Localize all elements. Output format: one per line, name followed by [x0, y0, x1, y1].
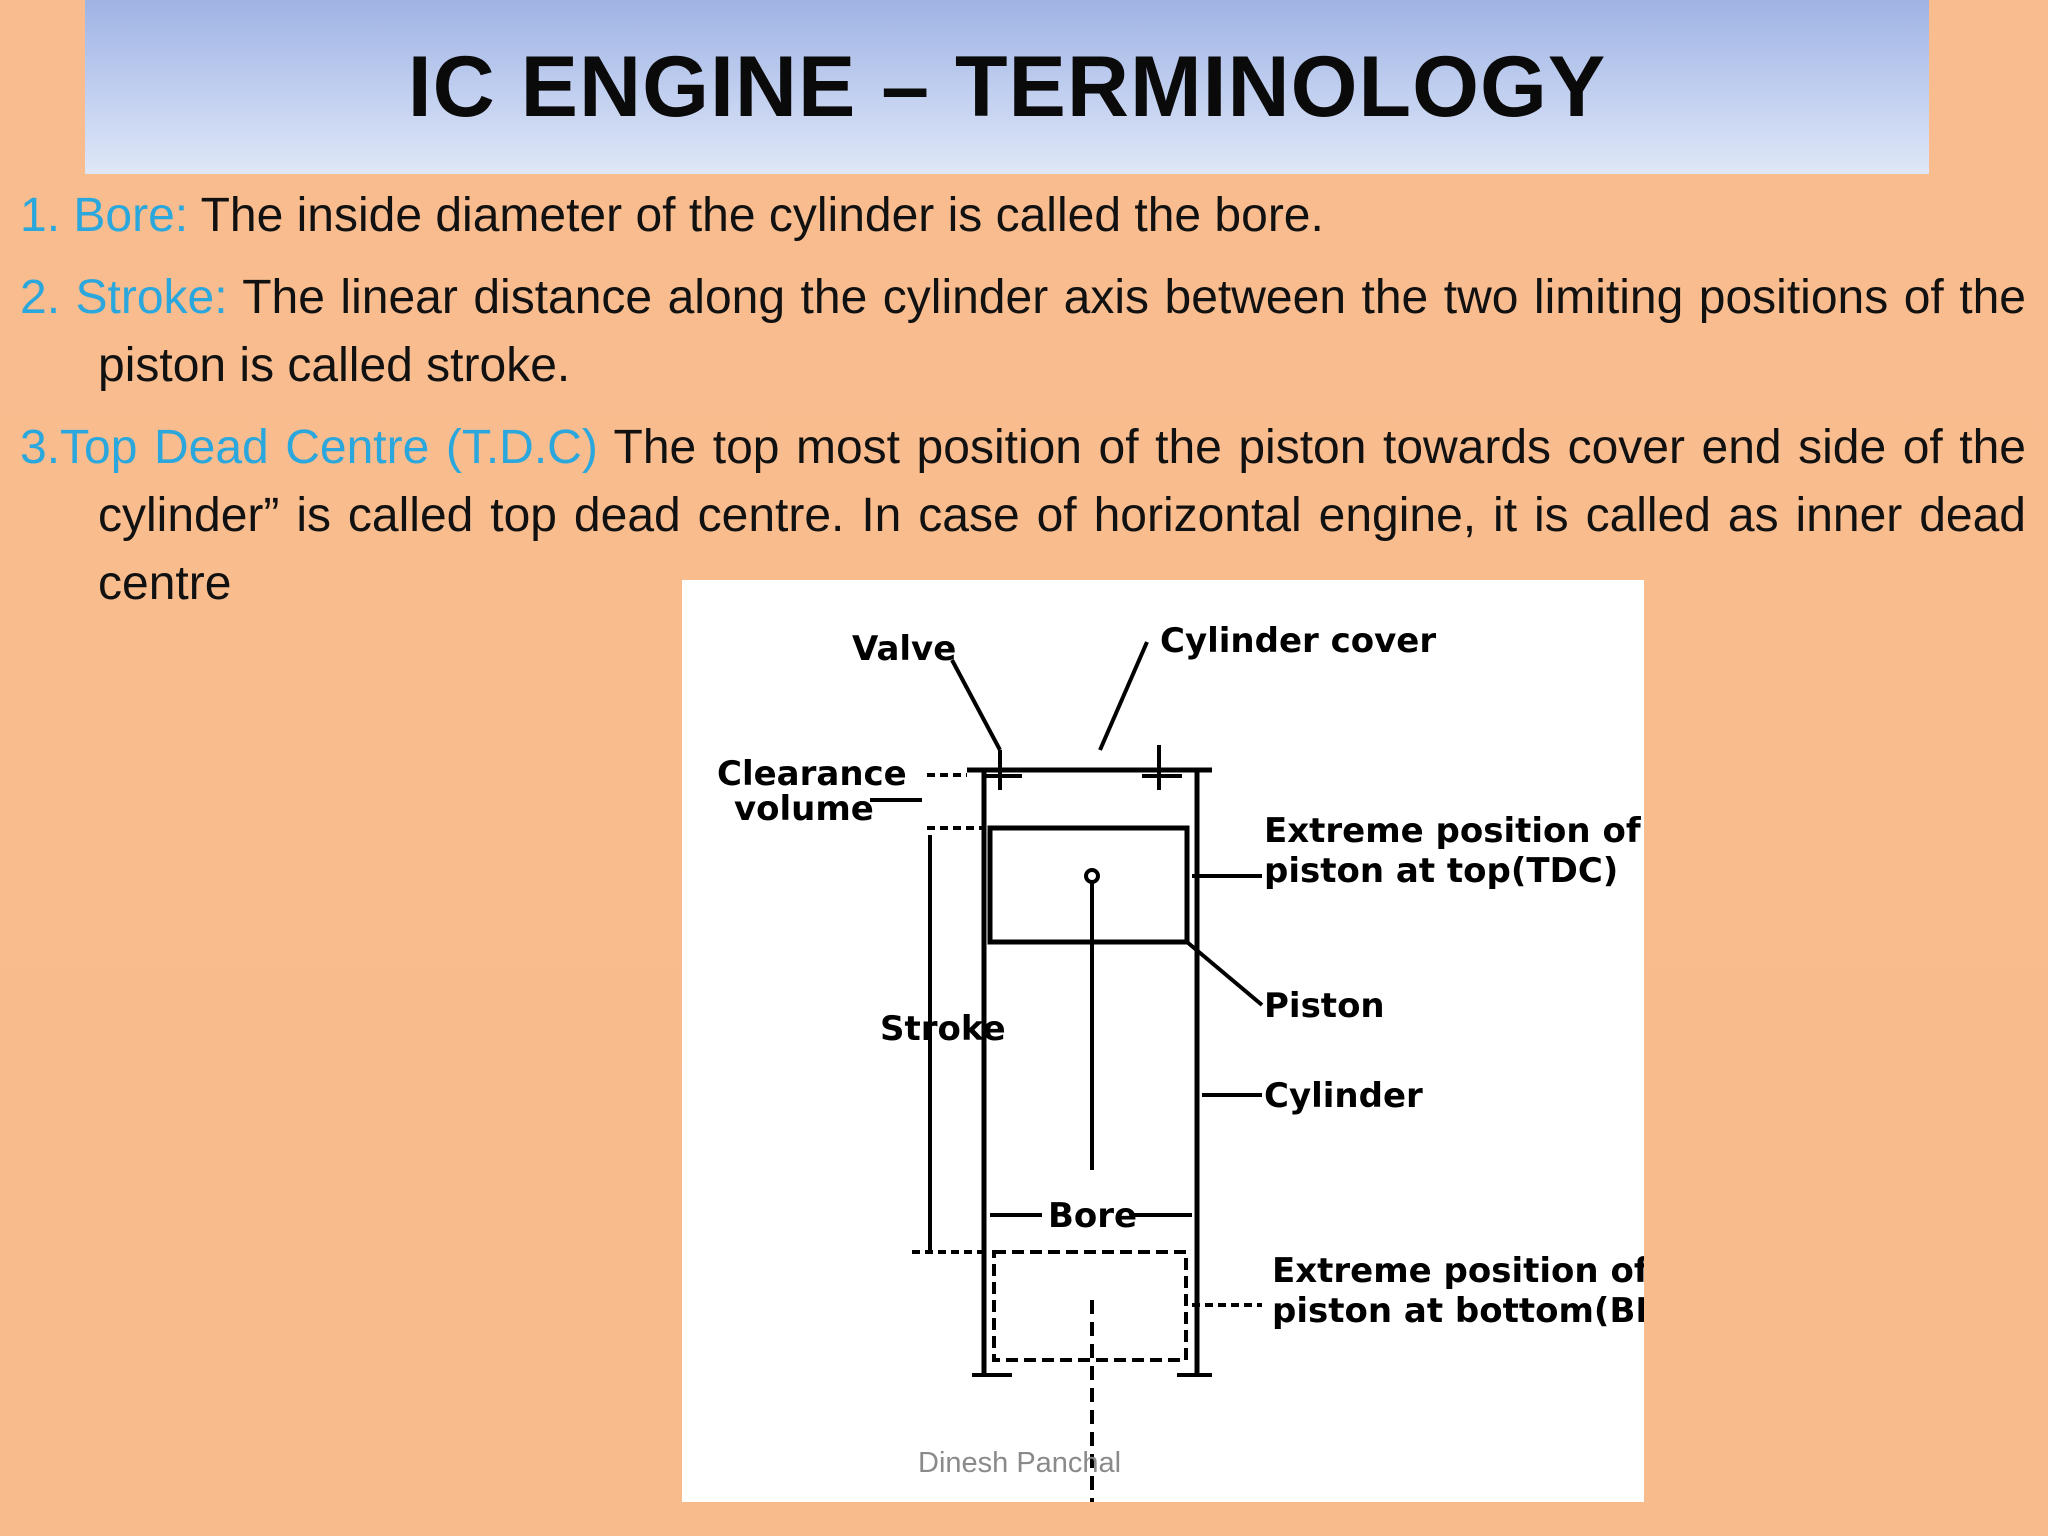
- label-stroke: Stroke: [880, 1009, 1006, 1049]
- cover-leader: [1098, 641, 1149, 751]
- definition-list: 1. Bore: The inside diameter of the cyli…: [20, 182, 2026, 632]
- piston-bdc: [992, 1250, 1188, 1362]
- definition-bore-text: The inside diameter of the cylinder is c…: [188, 189, 1324, 242]
- label-piston: Piston: [1264, 986, 1385, 1026]
- label-bdc-2: piston at bottom(BDC): [1272, 1291, 1644, 1331]
- diagram-drawing: Valve Cylinder cover Clearance volume Ex…: [717, 621, 1644, 1502]
- label-cylinder-cover: Cylinder cover: [1160, 621, 1436, 661]
- definition-tdc-text: The top most position of the piston towa…: [98, 421, 2027, 610]
- label-bore: Bore: [1048, 1196, 1137, 1236]
- piston-tdc: [987, 825, 1190, 945]
- engine-cylinder-diagram: Valve Cylinder cover Clearance volume Ex…: [682, 580, 1644, 1502]
- label-tdc-1: Extreme position of: [1264, 811, 1642, 851]
- label-cylinder: Cylinder: [1264, 1076, 1423, 1116]
- gudgeon-pin-tdc: [1084, 868, 1100, 884]
- label-clearance-2: volume: [734, 789, 874, 829]
- label-bdc-1: Extreme position of: [1272, 1251, 1644, 1291]
- term-stroke: 2. Stroke:: [20, 271, 228, 324]
- definition-stroke: 2. Stroke: The linear distance along the…: [20, 264, 2026, 400]
- definition-bore: 1. Bore: The inside diameter of the cyli…: [20, 182, 2026, 250]
- term-bore: 1. Bore:: [20, 189, 189, 242]
- term-tdc: 3.Top Dead Centre (T.D.C): [20, 421, 598, 474]
- title-banner: IC ENGINE – TERMINOLOGY: [85, 0, 1929, 174]
- valve-leader: [950, 659, 1002, 751]
- definition-tdc: 3.Top Dead Centre (T.D.C) The top most p…: [20, 414, 2026, 618]
- label-valve: Valve: [852, 629, 956, 669]
- label-tdc-2: piston at top(TDC): [1264, 851, 1618, 891]
- piston-leader: [1185, 940, 1264, 1007]
- slide-title: IC ENGINE – TERMINOLOGY: [407, 38, 1607, 135]
- definition-stroke-text: The linear distance along the cylinder a…: [98, 271, 2026, 392]
- label-clearance-1: Clearance: [717, 754, 907, 794]
- footer-author: Dinesh Panchal: [918, 1447, 1122, 1479]
